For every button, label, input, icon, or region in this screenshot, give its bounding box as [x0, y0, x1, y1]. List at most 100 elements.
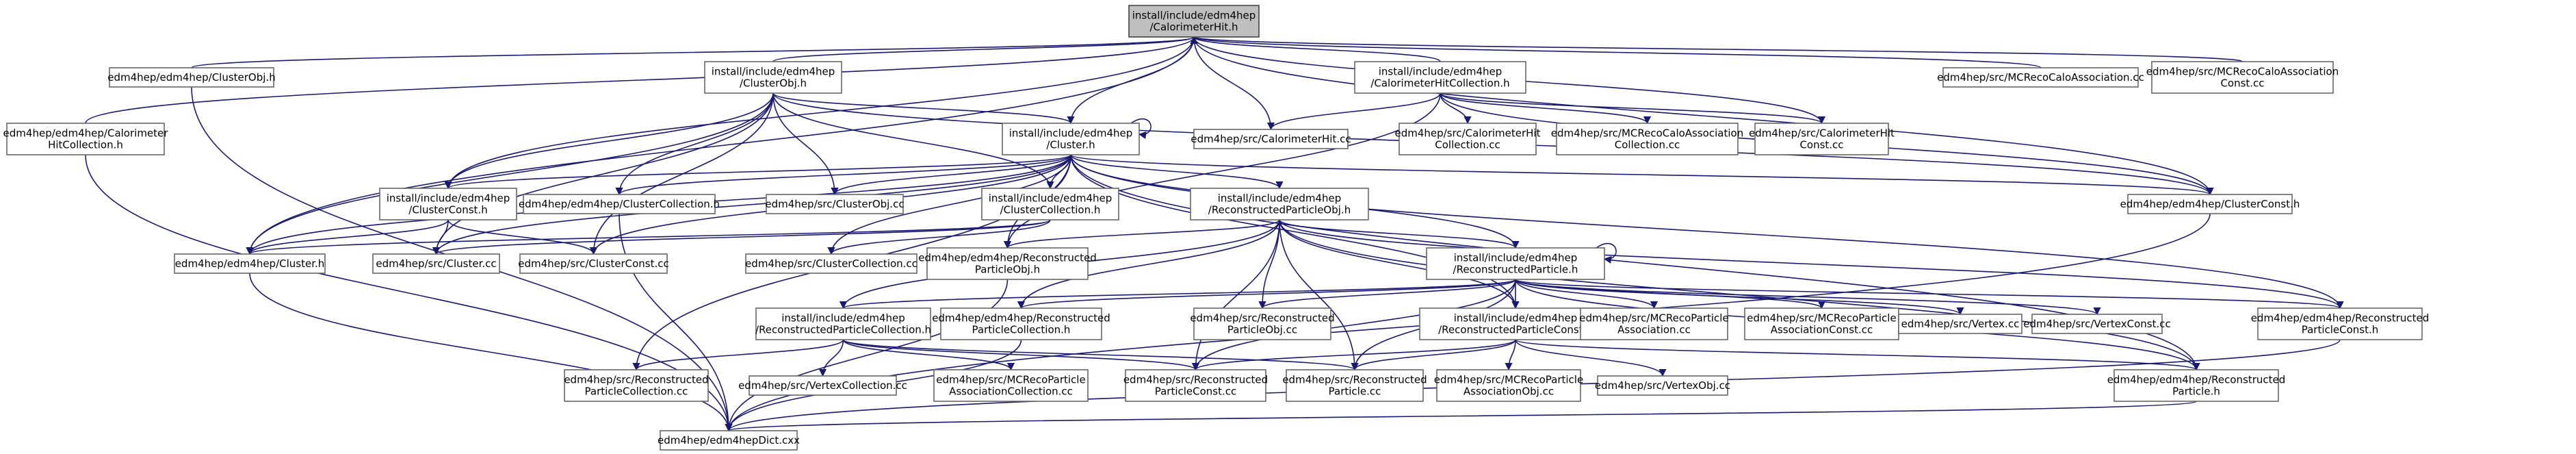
node-box[interactable]: [1597, 375, 1728, 396]
graph-node-clusterconsth[interactable]: edm4hep/edm4hep/ClusterConst.h: [2120, 194, 2300, 214]
graph-node-clusterobjh[interactable]: edm4hep/edm4hep/ClusterObj.h: [107, 67, 276, 88]
node-box[interactable]: [174, 253, 326, 274]
node-box[interactable]: [1426, 247, 1605, 280]
graph-node-clustercc[interactable]: edm4hep/src/Cluster.cc: [372, 253, 500, 274]
node-box[interactable]: [766, 194, 904, 214]
graph-node-inc_clusterconsth[interactable]: install/include/edm4hep/ClusterConst.h: [379, 188, 517, 220]
node-label-line: install/include/edm4hep: [1454, 252, 1578, 264]
node-label-line: Const.cc: [2220, 77, 2264, 90]
graph-node-mcrecocaloassocol[interactable]: edm4hep/src/MCRecoCaloAssociationCollect…: [1551, 123, 1743, 155]
graph-node-vertexcc[interactable]: edm4hep/src/Vertex.cc: [1898, 314, 2022, 334]
graph-node-recopartcc[interactable]: edm4hep/src/ReconstructedParticle.cc: [1282, 369, 1427, 402]
node-box[interactable]: [2031, 314, 2163, 334]
graph-node-vertexobjcc[interactable]: edm4hep/src/VertexObj.cc: [1595, 375, 1730, 396]
graph-node-inc_clusterh[interactable]: install/include/edm4hep/Cluster.h: [1002, 123, 1140, 155]
graph-node-recopartobjcc[interactable]: edm4hep/src/ReconstructedParticleObj.cc: [1190, 307, 1335, 340]
node-box[interactable]: [2113, 369, 2279, 402]
node-box[interactable]: [2127, 194, 2293, 214]
node-box[interactable]: [660, 430, 798, 451]
graph-node-inc_clusterobjh[interactable]: install/include/edm4hep/ClusterObj.h: [704, 61, 842, 94]
graph-node-inc_recopartobjh[interactable]: install/include/edm4hep/ReconstructedPar…: [1190, 188, 1369, 220]
graph-node-inc_recoparth[interactable]: install/include/edm4hep/ReconstructedPar…: [1426, 247, 1605, 280]
graph-node-inc_clustercolh[interactable]: install/include/edm4hep/ClusterCollectio…: [981, 188, 1119, 220]
node-box[interactable]: [109, 67, 274, 88]
node-box[interactable]: [933, 369, 1089, 402]
node-box[interactable]: [564, 369, 709, 402]
graph-node-dictcxx[interactable]: edm4hep/edm4hepDict.cxx: [658, 430, 800, 451]
graph-node-recopartcolh[interactable]: edm4hep/edm4hep/ReconstructedParticleCol…: [932, 307, 1110, 340]
node-box[interactable]: [1744, 307, 1899, 340]
node-box[interactable]: [1436, 369, 1581, 402]
node-box[interactable]: [981, 188, 1119, 220]
graph-node-clusterobjcc[interactable]: edm4hep/src/ClusterObj.cc: [765, 194, 905, 214]
node-box[interactable]: [1398, 123, 1537, 155]
node-box[interactable]: [1354, 61, 1526, 94]
node-box[interactable]: [1128, 5, 1260, 38]
node-box[interactable]: [519, 253, 668, 274]
node-box[interactable]: [1125, 369, 1266, 402]
graph-node-mcrecopartassoobj[interactable]: edm4hep/src/MCRecoParticleAssociationObj…: [1434, 369, 1583, 402]
node-label-line: edm4hep/src/Reconstructed: [1123, 374, 1268, 386]
graph-node-clustercolh[interactable]: edm4hep/edm4hep/ClusterCollection.h: [519, 194, 720, 214]
node-box[interactable]: [2151, 61, 2334, 94]
node-box[interactable]: [1580, 307, 1728, 340]
graph-node-recopartcolcc[interactable]: edm4hep/src/ReconstructedParticleCollect…: [564, 369, 709, 402]
graph-node-mcrecocaloassoconst[interactable]: edm4hep/src/MCRecoCaloAssociationConst.c…: [2146, 61, 2339, 94]
node-box[interactable]: [745, 253, 918, 274]
node-box[interactable]: [372, 253, 500, 274]
node-label-line: ParticleConst.cc: [1155, 386, 1237, 398]
dependency-edge: [432, 154, 1071, 255]
graph-node-vertexconstcc[interactable]: edm4hep/src/VertexConst.cc: [2023, 314, 2171, 334]
node-box[interactable]: [1754, 123, 1889, 155]
node-box[interactable]: [755, 307, 931, 340]
node-box[interactable]: [1193, 129, 1349, 149]
graph-node-inc_calohitcolh[interactable]: install/include/edm4hep/CalorimeterHitCo…: [1354, 61, 1526, 94]
graph-node-calohitcolh[interactable]: edm4hep/edm4hep/CalorimeterHitCollection…: [3, 123, 169, 155]
node-label-line: edm4hep/src/MCRecoParticle: [1579, 312, 1728, 325]
graph-node-calohitcolcc[interactable]: edm4hep/src/CalorimeterHitCollection.cc: [1395, 123, 1541, 155]
graph-node-calohit[interactable]: install/include/edm4hep/CalorimeterHit.h: [1128, 5, 1260, 38]
graph-node-clusterh[interactable]: edm4hep/edm4hep/Cluster.h: [174, 253, 326, 274]
node-box[interactable]: [1286, 369, 1424, 402]
graph-node-recopartconsth[interactable]: edm4hep/edm4hep/ReconstructedParticleCon…: [2251, 307, 2430, 340]
node-box[interactable]: [1190, 188, 1369, 220]
node-label-line: Collection.cc: [1435, 139, 1500, 151]
node-box[interactable]: [704, 61, 842, 94]
node-box[interactable]: [523, 194, 716, 214]
dependency-edge: [1130, 118, 1152, 139]
dependency-edge: [1279, 219, 2344, 310]
node-box[interactable]: [1942, 67, 2139, 88]
node-box[interactable]: [926, 247, 1089, 280]
graph-node-recopartconstcc[interactable]: edm4hep/src/ReconstructedParticleConst.c…: [1123, 369, 1268, 402]
node-box[interactable]: [6, 123, 165, 155]
node-label-line: /ReconstructedParticleObj.h: [1208, 204, 1351, 216]
dependency-edge: [831, 154, 1071, 196]
graph-node-mcrecopartassoconst[interactable]: edm4hep/src/MCRecoParticleAssociationCon…: [1744, 307, 1899, 340]
graph-node-inc_recopartconsth[interactable]: install/include/edm4hep/ReconstructedPar…: [1419, 307, 1612, 340]
node-box[interactable]: [1002, 123, 1140, 155]
node-box[interactable]: [1193, 307, 1331, 340]
graph-node-mcrecopartassocol[interactable]: edm4hep/src/MCRecoParticleAssociationCol…: [933, 369, 1089, 402]
graph-node-clustercolcc[interactable]: edm4hep/src/ClusterCollection.cc: [745, 253, 918, 274]
node-box[interactable]: [1898, 314, 2022, 334]
node-box[interactable]: [2257, 307, 2423, 340]
graph-node-mcrecocaloasso[interactable]: edm4hep/src/MCRecoCaloAssociation.cc: [1937, 67, 2144, 88]
graph-node-inc_recopartcolh[interactable]: install/include/edm4hep/ReconstructedPar…: [755, 307, 931, 340]
graph-node-vertexcolcc[interactable]: edm4hep/src/VertexCollection.cc: [738, 375, 907, 396]
node-label-line: install/include/edm4hep: [387, 192, 510, 205]
node-box[interactable]: [749, 375, 897, 396]
graph-node-calohitcc[interactable]: edm4hep/src/CalorimeterHit.cc: [1191, 129, 1351, 149]
node-box[interactable]: [940, 307, 1102, 340]
node-box[interactable]: [1556, 123, 1739, 155]
graph-node-recoparth[interactable]: edm4hep/edm4hep/ReconstructedParticle.h: [2107, 369, 2286, 402]
node-box[interactable]: [379, 188, 517, 220]
graph-node-recopartobjh[interactable]: edm4hep/edm4hep/ReconstructedParticleObj…: [918, 247, 1097, 280]
dependency-edge: [818, 339, 844, 377]
graph-node-clusterconstcc[interactable]: edm4hep/src/ClusterConst.cc: [518, 253, 669, 274]
nodes-layer: install/include/edm4hep/CalorimeterHit.h…: [3, 5, 2430, 451]
dependency-edge: [1515, 279, 1964, 316]
node-box[interactable]: [1419, 307, 1612, 340]
dependency-edge: [246, 219, 1051, 255]
